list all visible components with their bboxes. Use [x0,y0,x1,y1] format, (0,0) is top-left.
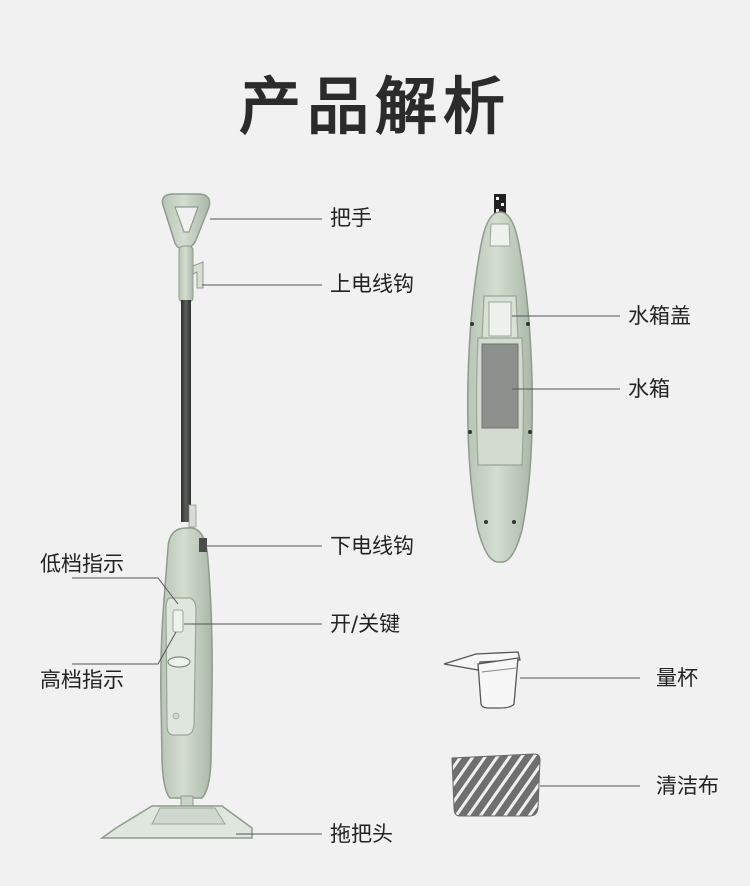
label-measuring-cup: 量杯 [656,666,698,690]
water-tank-unit [466,194,534,563]
label-water-tank: 水箱 [628,377,670,401]
label-mop-head: 拖把头 [330,822,393,846]
measuring-cup-illustration [443,651,521,709]
label-low-indicator: 低档指示 [40,552,124,576]
label-high-indicator: 高档指示 [40,668,124,692]
mode-button [167,656,191,668]
label-tank-cover: 水箱盖 [628,304,691,328]
label-power-key: 开/关键 [330,612,401,636]
pole [181,300,191,522]
label-cleaning-cloth: 清洁布 [656,774,719,798]
upper-cord-hook [192,261,204,289]
handle-neck [178,245,194,303]
label-lower-cord-hook: 下电线钩 [330,534,414,558]
leader-lines [72,218,640,835]
lower-cord-hook [199,538,207,552]
label-handle: 把手 [330,206,372,230]
tank-window [481,343,519,429]
steam-mop [99,193,253,839]
label-upper-cord-hook: 上电线钩 [330,272,414,296]
power-key [172,609,184,633]
cleaning-cloth-illustration [451,753,541,817]
page-title: 产品解析 [238,70,511,143]
